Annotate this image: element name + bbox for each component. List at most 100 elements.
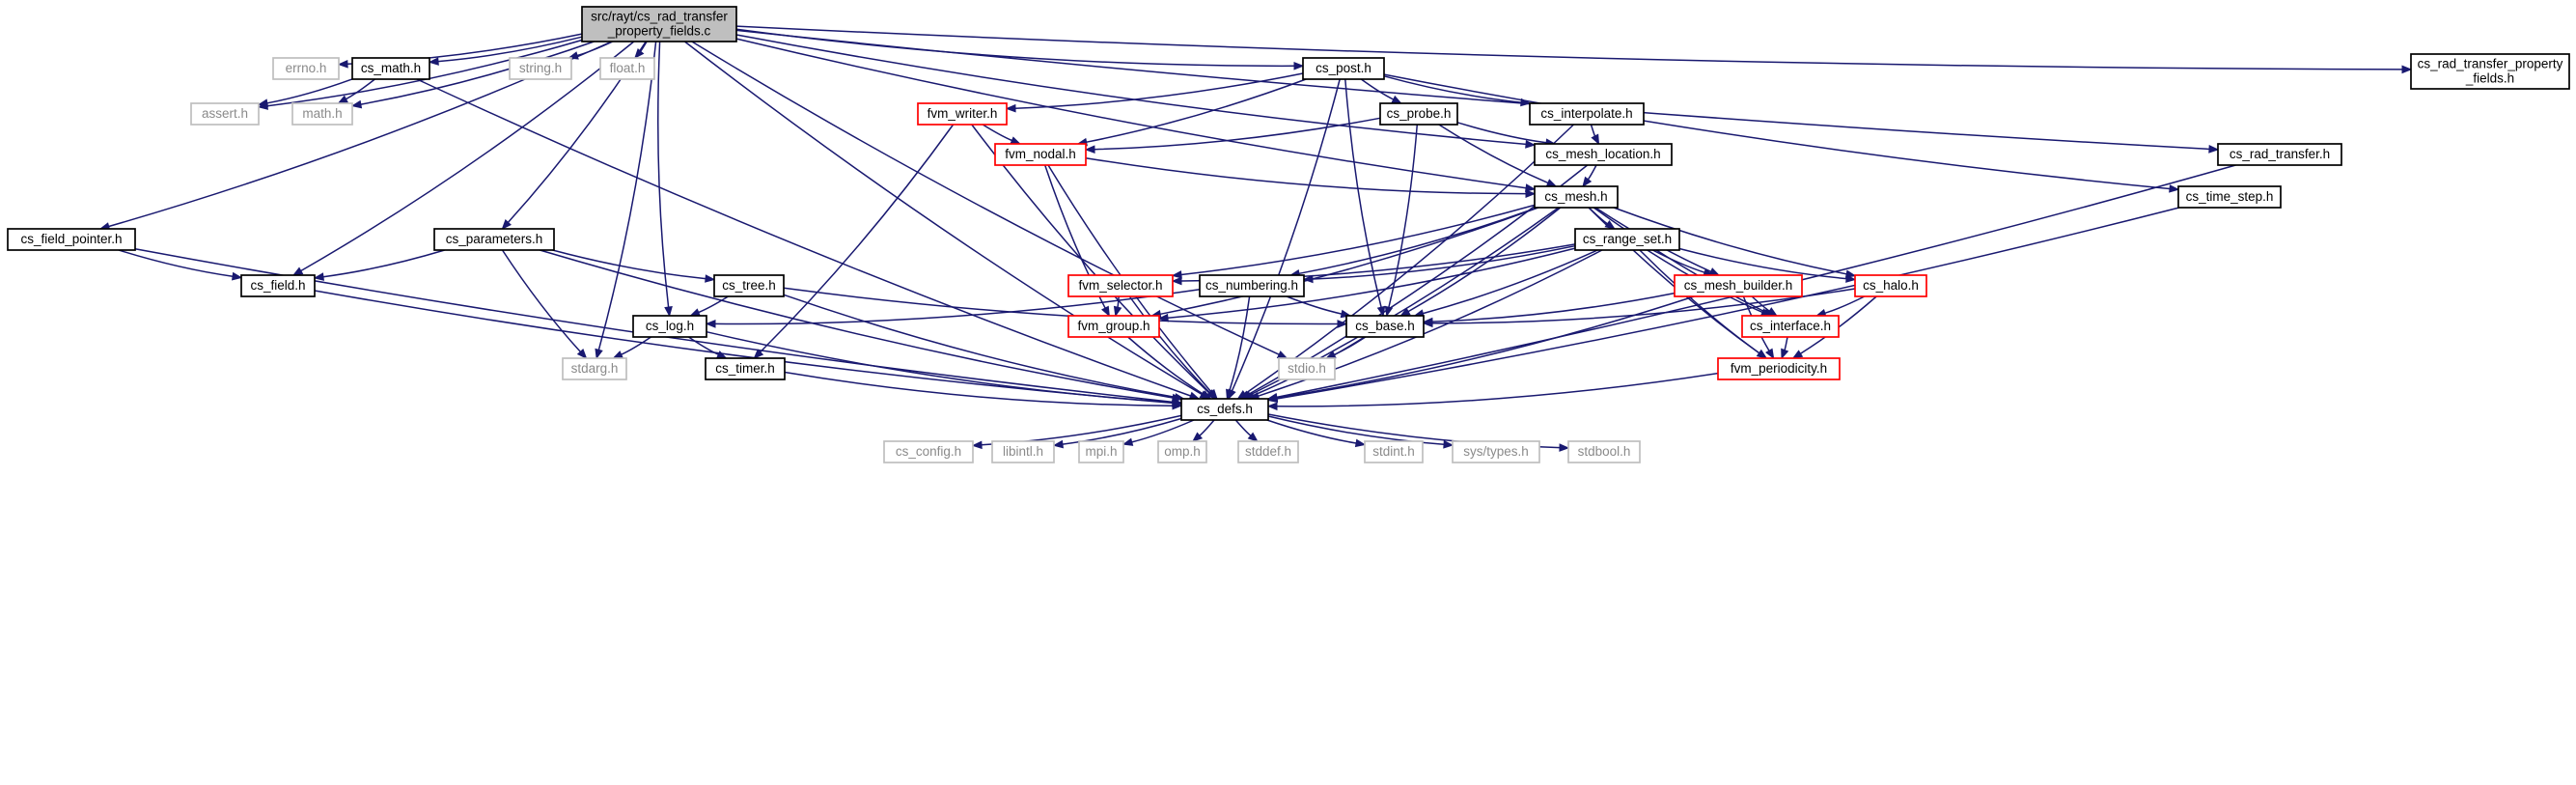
node-label-stdint: stdint.h <box>1372 444 1415 459</box>
edge-cs-math-to-math <box>346 78 375 100</box>
node-cs-rad-transfer[interactable]: cs_rad_transfer.h <box>2217 143 2342 166</box>
edge-cs-field-pointer-to-cs-field <box>118 249 234 277</box>
node-label-cs-field: cs_field.h <box>250 278 305 293</box>
node-cs-interface[interactable]: cs_interface.h <box>1741 315 1840 338</box>
edge-cs-range-set-to-fvm-group <box>1167 247 1576 320</box>
node-cs-tree[interactable]: cs_tree.h <box>713 274 785 297</box>
edge-fvm-selector-to-cs-defs <box>1128 295 1210 394</box>
node-label-cs-interface: cs_interface.h <box>1750 319 1831 333</box>
node-cs-log[interactable]: cs_log.h <box>632 315 707 338</box>
node-stdio: stdio.h <box>1278 357 1336 380</box>
arrowhead-cs-interpolate-to-cs-mesh-location <box>1591 133 1600 146</box>
node-box-cs-tree <box>713 274 785 297</box>
edge-cs-mesh-location-to-cs-mesh <box>1587 164 1597 181</box>
edge-cs-interpolate-to-cs-mesh-location <box>1590 124 1596 137</box>
arrowhead-cs-parameters-to-cs-tree <box>705 274 716 283</box>
edge-cs-probe-to-fvm-nodal <box>1094 117 1381 151</box>
node-float: float.h <box>599 57 655 80</box>
arrowhead-cs-parameters-to-stdarg <box>576 349 588 359</box>
edge-cs-mesh-to-fvm-group <box>1160 207 1538 316</box>
node-cs-probe[interactable]: cs_probe.h <box>1379 102 1458 126</box>
arrowhead-cs-timer-to-cs-defs <box>1172 401 1183 410</box>
node-math: math.h <box>291 102 353 126</box>
arrowhead-root-to-cs-mesh <box>1525 183 1537 192</box>
arrowhead-fvm-periodicity-to-cs-defs <box>1266 402 1278 411</box>
arrowhead-root-to-cs-rad-transfer <box>2208 145 2220 154</box>
node-label-libintl: libintl.h <box>1003 444 1043 459</box>
edge-cs-numbering-to-cs-log <box>714 289 1201 325</box>
node-label-stdio: stdio.h <box>1288 361 1326 376</box>
arrowhead-fvm-group-to-cs-defs <box>1200 390 1212 400</box>
edge-root-to-cs-rad-transfer <box>735 29 2210 151</box>
node-stddef: stddef.h <box>1237 440 1299 463</box>
edge-cs-post-to-fvm-nodal <box>1086 78 1307 143</box>
edge-cs-parameters-to-stdarg <box>501 249 581 352</box>
node-fvm-selector[interactable]: fvm_selector.h <box>1067 274 1174 297</box>
arrowhead-cs-interface-to-fvm-periodicity <box>1781 348 1789 360</box>
arrowhead-cs-defs-to-libintl <box>1052 439 1064 449</box>
node-label-root: _property_fields.c <box>607 24 711 39</box>
arrowhead-root-to-cs-parameters <box>501 219 512 231</box>
node-box-assert <box>190 102 260 126</box>
arrowhead-cs-mesh-builder-to-cs-defs <box>1266 393 1279 402</box>
arrowhead-cs-range-set-to-fvm-selector <box>1171 276 1182 286</box>
node-cs-field[interactable]: cs_field.h <box>240 274 316 297</box>
node-box-cs-mesh <box>1534 185 1619 209</box>
node-label-cs-field-pointer: cs_field_pointer.h <box>20 232 122 246</box>
node-label-float: float.h <box>610 61 646 75</box>
edge-cs-defs-to-stddef <box>1234 419 1252 436</box>
arrowhead-root-to-errno <box>337 59 348 69</box>
arrowhead-cs-math-to-math <box>337 95 348 104</box>
edge-cs-post-to-cs-defs <box>1231 78 1341 392</box>
edge-cs-defs-to-libintl <box>1062 417 1182 445</box>
node-cs-rad-transfer-property-fields[interactable]: cs_rad_transfer_property_fields.h <box>2410 53 2570 90</box>
edge-cs-range-set-to-cs-halo <box>1678 247 1847 280</box>
node-fvm-group[interactable]: fvm_group.h <box>1067 315 1160 338</box>
node-cs-post[interactable]: cs_post.h <box>1302 57 1385 80</box>
node-cs-field-pointer[interactable]: cs_field_pointer.h <box>7 228 136 251</box>
node-box-cs-rad-transfer-property-fields <box>2410 53 2570 90</box>
node-label-fvm-periodicity: fvm_periodicity.h <box>1731 361 1827 376</box>
node-box-cs-interpolate <box>1529 102 1645 126</box>
node-cs-numbering[interactable]: cs_numbering.h <box>1199 274 1305 297</box>
node-fvm-periodicity[interactable]: fvm_periodicity.h <box>1717 357 1841 380</box>
node-cs-base[interactable]: cs_base.h <box>1345 315 1425 338</box>
edge-cs-timer-to-cs-defs <box>784 371 1174 407</box>
edge-cs-log-to-cs-defs <box>706 330 1174 404</box>
edge-fvm-nodal-to-cs-mesh <box>1085 156 1527 195</box>
edge-fvm-group-to-cs-defs <box>1127 336 1205 395</box>
node-cs-halo[interactable]: cs_halo.h <box>1854 274 1927 297</box>
edge-cs-mesh-to-cs-halo <box>1613 207 1847 275</box>
node-cs-mesh-location[interactable]: cs_mesh_location.h <box>1534 143 1673 166</box>
arrowhead-fvm-selector-to-cs-defs <box>1205 389 1217 400</box>
node-cs-defs[interactable]: cs_defs.h <box>1180 398 1269 421</box>
edge-cs-probe-to-cs-mesh-location <box>1456 122 1547 144</box>
edge-cs-defs-to-omp <box>1199 419 1215 436</box>
node-cs-mesh-builder[interactable]: cs_mesh_builder.h <box>1674 274 1803 297</box>
edge-cs-mesh-builder-to-cs-base <box>1431 292 1676 322</box>
node-cs-timer[interactable]: cs_timer.h <box>705 357 786 380</box>
node-fvm-writer[interactable]: fvm_writer.h <box>917 102 1008 126</box>
node-cs-interpolate[interactable]: cs_interpolate.h <box>1529 102 1645 126</box>
arrowhead-cs-range-set-to-cs-numbering <box>1302 274 1314 284</box>
node-cs-time-step[interactable]: cs_time_step.h <box>2177 185 2282 209</box>
node-root[interactable]: src/rayt/cs_rad_transfer_property_fields… <box>581 6 737 42</box>
edge-cs-probe-to-cs-mesh <box>1438 124 1549 184</box>
node-box-cs-field <box>240 274 316 297</box>
edge-root-to-stdio <box>691 41 1280 355</box>
node-box-string <box>509 57 572 80</box>
node-box-cs-parameters <box>433 228 555 251</box>
node-cs-parameters[interactable]: cs_parameters.h <box>433 228 555 251</box>
node-cs-mesh[interactable]: cs_mesh.h <box>1534 185 1619 209</box>
node-box-cs-mesh-location <box>1534 143 1673 166</box>
node-cs-math[interactable]: cs_math.h <box>351 57 430 80</box>
arrowhead-cs-mesh-to-fvm-selector <box>1171 270 1182 279</box>
node-label-mpi: mpi.h <box>1085 444 1117 459</box>
arrowhead-root-to-cs-rad-transfer-property-fields <box>2401 65 2413 74</box>
node-box-cs-time-step <box>2177 185 2282 209</box>
node-cs-range-set[interactable]: cs_range_set.h <box>1574 228 1680 251</box>
node-label-cs-math: cs_math.h <box>361 61 421 75</box>
node-fvm-nodal[interactable]: fvm_nodal.h <box>994 143 1087 166</box>
node-label-cs-interpolate: cs_interpolate.h <box>1540 106 1632 121</box>
edge-root-to-cs-log <box>657 41 670 308</box>
